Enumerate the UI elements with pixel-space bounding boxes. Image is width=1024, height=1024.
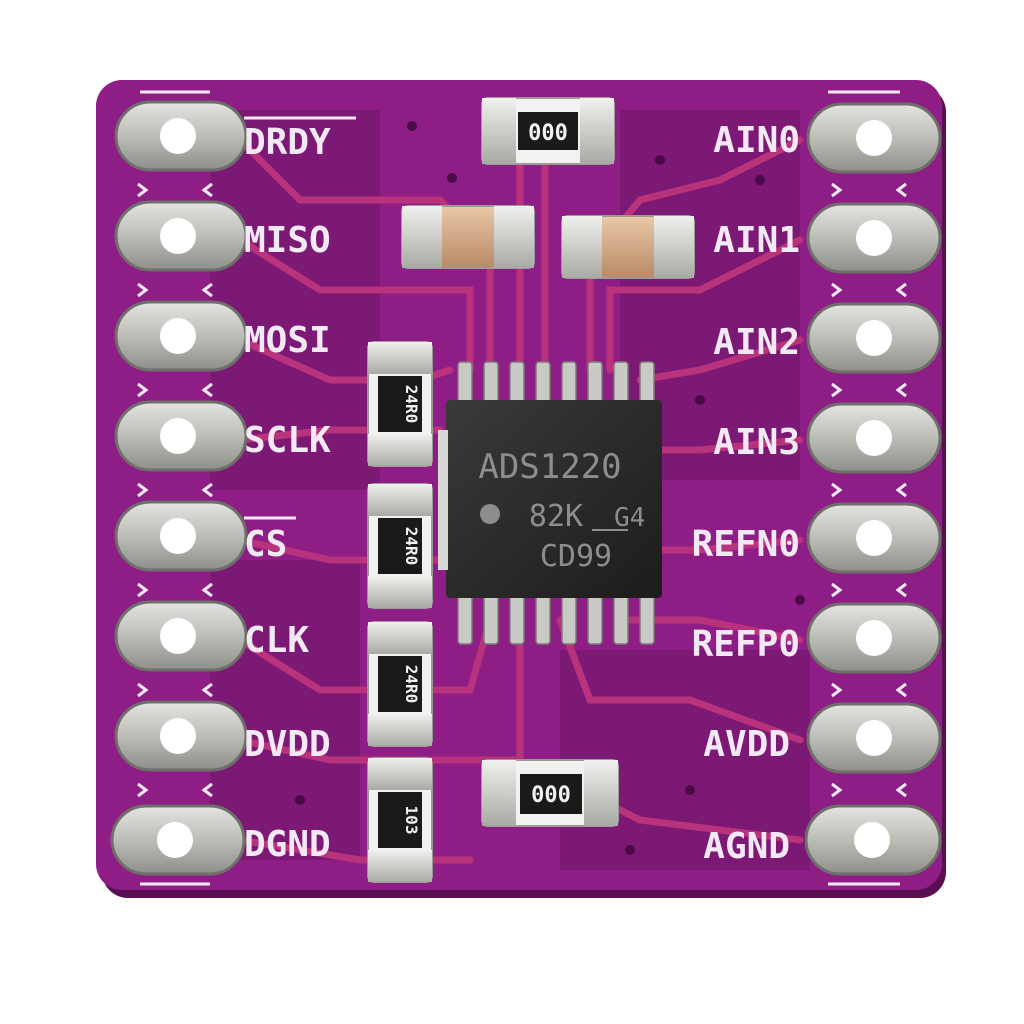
pad-left-3 — [114, 300, 248, 372]
left-pin-labels: DRDY MISO MOSI SCLK CS CLK DVDD DGND — [244, 116, 356, 865]
pad-left-6 — [114, 600, 248, 672]
pin-label-ain3: AIN3 — [713, 422, 800, 463]
pin-label-miso: MISO — [244, 220, 331, 261]
ic-pins-top — [457, 361, 655, 413]
capacitor-left — [401, 205, 535, 269]
pin-chevrons — [137, 90, 907, 886]
resistor-vertical-4-code: 103 — [402, 806, 421, 835]
ads1220-chip: ADS1220 82K G4 CD99 — [438, 400, 662, 598]
chip-date-code: CD99 — [540, 539, 612, 574]
pad-left-7 — [114, 700, 248, 772]
pin-label-dgnd: DGND — [244, 824, 331, 865]
ic-pins-bottom — [457, 591, 655, 645]
pin-label-drdy: DRDY — [244, 122, 331, 163]
pin-label-agnd: AGND — [703, 826, 790, 867]
ti-logo-icon — [480, 504, 500, 524]
pin-label-ain2: AIN2 — [713, 322, 800, 363]
resistor-vertical-3: 24R0 — [367, 621, 433, 747]
resistor-vertical-2-code: 24R0 — [402, 527, 421, 566]
chip-part-number: ADS1220 — [478, 447, 621, 487]
pin-label-dvdd: DVDD — [244, 724, 331, 765]
resistor-bottom-code: 000 — [531, 783, 571, 808]
resistor-vertical-1-code: 24R0 — [402, 385, 421, 424]
pin-label-ain0: AIN0 — [713, 120, 800, 161]
resistor-vertical-3-code: 24R0 — [402, 665, 421, 704]
chip-lot-suffix: G4 — [614, 503, 645, 533]
pin-label-avdd: AVDD — [703, 724, 790, 765]
resistor-vertical-1: 24R0 — [367, 341, 433, 467]
pad-right-1 — [806, 102, 942, 174]
pin-label-refn0: REFN0 — [692, 524, 800, 565]
resistor-top-code: 000 — [528, 121, 568, 146]
pin-label-sclk: SCLK — [244, 420, 331, 461]
pad-right-2 — [806, 202, 942, 274]
resistor-top: 000 — [481, 97, 615, 165]
pin-label-mosi: MOSI — [244, 320, 331, 361]
resistor-vertical-2: 24R0 — [367, 483, 433, 609]
pad-left-2 — [114, 200, 248, 272]
right-pads — [804, 102, 942, 876]
pad-right-3 — [806, 302, 942, 374]
resistor-vertical-4: 103 — [367, 757, 433, 883]
chip-lot-code: 82K — [529, 499, 583, 534]
pad-right-5 — [806, 502, 942, 574]
pad-left-4 — [114, 400, 248, 472]
pin-label-refp0: REFP0 — [692, 624, 800, 665]
pad-left-1 — [114, 100, 248, 172]
left-pads — [110, 100, 248, 876]
pad-right-7 — [806, 702, 942, 774]
pad-right-4 — [806, 402, 942, 474]
pad-left-8 — [110, 804, 246, 876]
pad-right-6 — [806, 602, 942, 674]
pin-label-cs: CS — [244, 524, 287, 565]
pin-label-ain1: AIN1 — [713, 220, 800, 261]
right-pin-labels: AIN0 AIN1 AIN2 AIN3 REFN0 REFP0 AVDD AGN… — [692, 120, 800, 867]
pad-right-8 — [804, 804, 942, 876]
vias — [295, 121, 805, 855]
resistor-bottom: 000 — [481, 759, 619, 827]
pin-label-clk: CLK — [244, 620, 309, 661]
capacitor-right — [561, 215, 695, 279]
pad-left-5 — [114, 500, 248, 572]
